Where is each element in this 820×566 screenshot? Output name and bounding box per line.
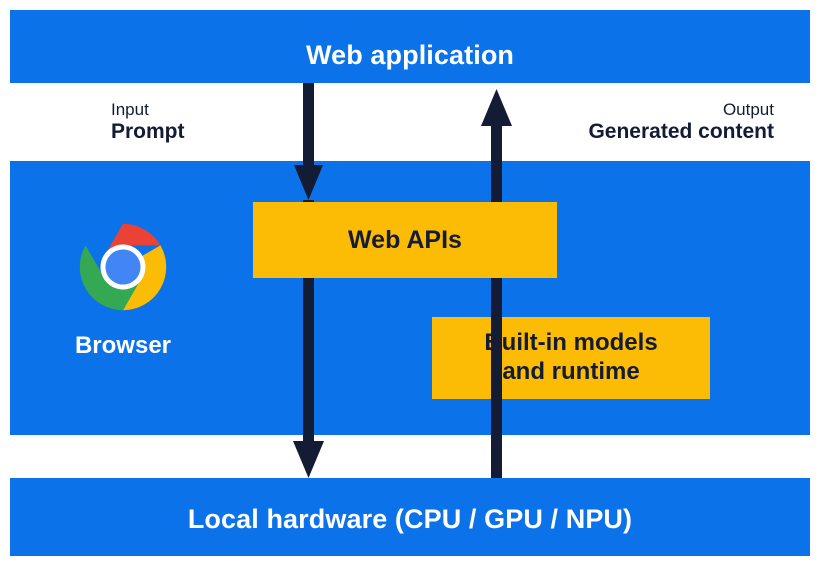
flow-label-input: Input Prompt (111, 100, 185, 145)
layer-local-hardware: Local hardware (CPU / GPU / NPU) (10, 478, 810, 556)
flow-output-value: Generated content (588, 120, 774, 144)
flow-input-value: Prompt (111, 120, 185, 144)
layer-web-application: Web application (10, 10, 810, 83)
box-web-apis: Web APIs (253, 202, 557, 278)
web-application-label: Web application (305, 40, 515, 70)
local-hardware-label: Local hardware (CPU / GPU / NPU) (187, 504, 633, 534)
box-web-apis-text: Web APIs (348, 226, 462, 254)
flow-input-kicker: Input (111, 100, 149, 119)
flow-output-kicker: Output (722, 100, 774, 119)
box-built-in-models-line1: Built-in models (484, 329, 658, 357)
browser-caption: Browser (74, 332, 172, 359)
box-built-in-models-line2: and runtime (502, 358, 640, 385)
flow-label-output: Output Generated content (588, 100, 774, 145)
box-built-in-models: Built-in models and runtime (432, 317, 710, 399)
box-built-in-models-text: Built-in models and runtime (484, 329, 657, 387)
chrome-logo (79, 223, 167, 311)
browser-identity: Browser (42, 222, 204, 358)
